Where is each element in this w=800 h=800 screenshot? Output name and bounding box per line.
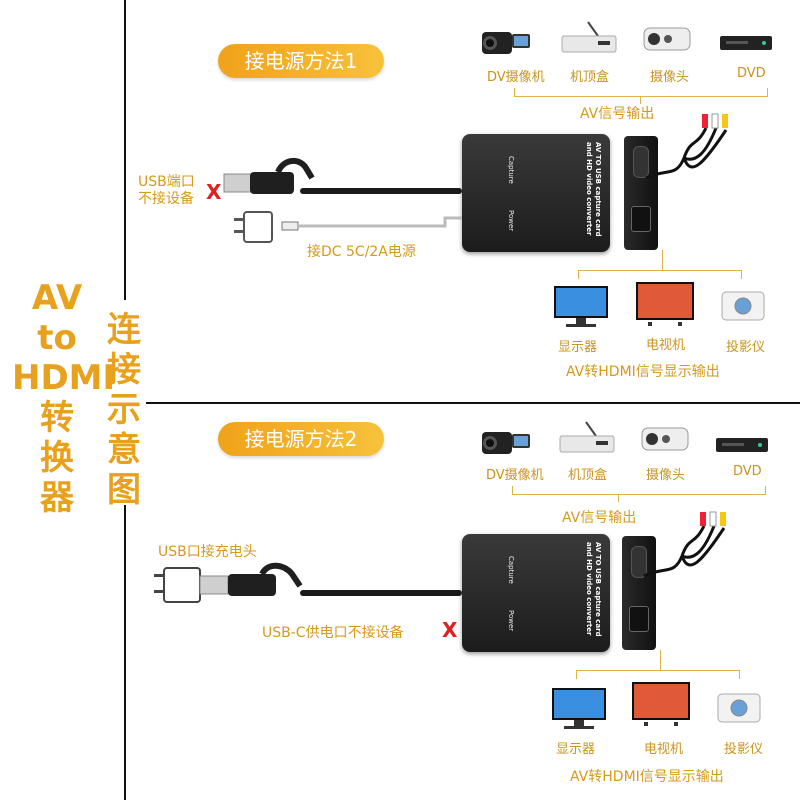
usb-charger-plug-icon bbox=[154, 562, 303, 603]
box-label-line: and HD video converter bbox=[585, 542, 593, 636]
bracket bbox=[576, 670, 740, 679]
side-subtitle-char: 意 bbox=[107, 430, 141, 470]
hdmi-port bbox=[629, 606, 649, 632]
device-label: 摄像头 bbox=[646, 468, 686, 483]
tv-icon bbox=[636, 282, 694, 326]
dc-power-adapter-icon bbox=[234, 211, 462, 243]
security-camera-icon bbox=[643, 27, 691, 51]
display-label: 显示器 bbox=[558, 340, 598, 355]
side-subtitle: 连 接 示 意 图 bbox=[100, 310, 148, 510]
side-title-line: 换 bbox=[40, 438, 74, 478]
capture-led-label: Capture bbox=[507, 556, 515, 584]
security-camera-icon bbox=[641, 427, 689, 451]
power-led-label: Power bbox=[507, 210, 515, 232]
connector bbox=[640, 96, 641, 104]
device-label: 摄像头 bbox=[650, 70, 690, 85]
method1-pill: 接电源方法1 bbox=[218, 44, 384, 78]
converter-port-side bbox=[624, 136, 658, 250]
side-subtitle-char: 图 bbox=[107, 470, 141, 510]
display-label: 投影仪 bbox=[724, 742, 764, 757]
device-label: DVD bbox=[737, 66, 766, 81]
settop-box-icon bbox=[559, 421, 615, 453]
connector bbox=[618, 494, 619, 502]
av-port bbox=[633, 146, 649, 178]
side-subtitle-char: 连 bbox=[107, 310, 141, 350]
display-label: 电视机 bbox=[644, 742, 684, 757]
connector bbox=[660, 650, 661, 670]
device-label: DV摄像机 bbox=[486, 468, 544, 483]
bracket bbox=[514, 88, 768, 97]
usbc-power-note: USB-C供电口不接设备 bbox=[262, 625, 404, 641]
camcorder-icon bbox=[482, 432, 530, 454]
monitor-icon bbox=[552, 688, 606, 729]
display-label: 电视机 bbox=[646, 338, 686, 353]
side-title-line: 器 bbox=[40, 478, 74, 518]
device-label: DV摄像机 bbox=[487, 70, 545, 85]
converter-box: AV TO USB capture card and HD video conv… bbox=[462, 134, 610, 252]
connector bbox=[662, 250, 663, 270]
box-label-line: AV TO USB capture card bbox=[594, 142, 602, 237]
converter-box: AV TO USB capture card and HD video conv… bbox=[462, 534, 610, 652]
av-output-label: AV信号输出 bbox=[562, 510, 637, 526]
av-rca-cable bbox=[645, 113, 728, 180]
side-subtitle-char: 示 bbox=[107, 390, 141, 430]
tv-icon bbox=[632, 682, 690, 726]
av-port bbox=[631, 546, 647, 578]
divider-vertical-bottom bbox=[124, 505, 126, 800]
usb-cable bbox=[300, 590, 462, 596]
bracket bbox=[512, 486, 766, 495]
av-output-label: AV信号输出 bbox=[580, 106, 655, 122]
device-label: 机顶盒 bbox=[568, 468, 608, 483]
power-led-label: Power bbox=[507, 610, 515, 632]
display-label: 显示器 bbox=[556, 742, 596, 757]
display-label: 投影仪 bbox=[726, 340, 766, 355]
box-label-line: AV TO USB capture card bbox=[594, 542, 602, 637]
projector-icon bbox=[721, 291, 765, 321]
hdmi-output-label: AV转HDMI信号显示输出 bbox=[566, 364, 720, 380]
dvd-player-icon bbox=[716, 438, 768, 452]
dc-power-note: 接DC 5C/2A电源 bbox=[307, 244, 416, 260]
side-title-line: to bbox=[37, 318, 77, 358]
method2-pill: 接电源方法2 bbox=[218, 422, 384, 456]
not-connected-x-icon: X bbox=[442, 618, 458, 642]
box-label: AV TO USB capture card and HD video conv… bbox=[584, 542, 602, 637]
dvd-player-icon bbox=[720, 36, 772, 50]
camcorder-icon bbox=[482, 32, 530, 54]
usb-note-line: USB端口 bbox=[138, 174, 195, 190]
monitor-icon bbox=[554, 286, 608, 327]
not-connected-x-icon: X bbox=[206, 180, 222, 204]
av-rca-cable bbox=[643, 511, 726, 578]
usb-charger-note: USB口接充电头 bbox=[158, 544, 257, 560]
usb-plug-icon bbox=[223, 158, 315, 194]
device-label: 机顶盒 bbox=[570, 70, 610, 85]
divider-horizontal bbox=[146, 402, 800, 404]
box-label-line: and HD video converter bbox=[585, 142, 593, 236]
projector-icon bbox=[717, 693, 761, 723]
side-subtitle-char: 接 bbox=[107, 350, 141, 390]
settop-box-icon bbox=[561, 21, 617, 53]
box-label: AV TO USB capture card and HD video conv… bbox=[584, 142, 602, 237]
usb-cable bbox=[300, 188, 462, 194]
capture-led-label: Capture bbox=[507, 156, 515, 184]
side-title-line: HDMI bbox=[12, 358, 116, 398]
hdmi-port bbox=[631, 206, 651, 232]
side-title-line: 转 bbox=[40, 398, 74, 438]
converter-port-side bbox=[622, 536, 656, 650]
usb-port-note: USB端口 不接设备 bbox=[138, 174, 195, 208]
hdmi-output-label: AV转HDMI信号显示输出 bbox=[570, 769, 724, 785]
bracket bbox=[578, 270, 742, 279]
usb-note-line: 不接设备 bbox=[138, 191, 194, 207]
device-label: DVD bbox=[733, 464, 762, 479]
divider-vertical-top bbox=[124, 0, 126, 300]
side-title-line: AV bbox=[31, 278, 83, 318]
side-title: AV to HDMI 转 换 器 bbox=[12, 278, 116, 518]
